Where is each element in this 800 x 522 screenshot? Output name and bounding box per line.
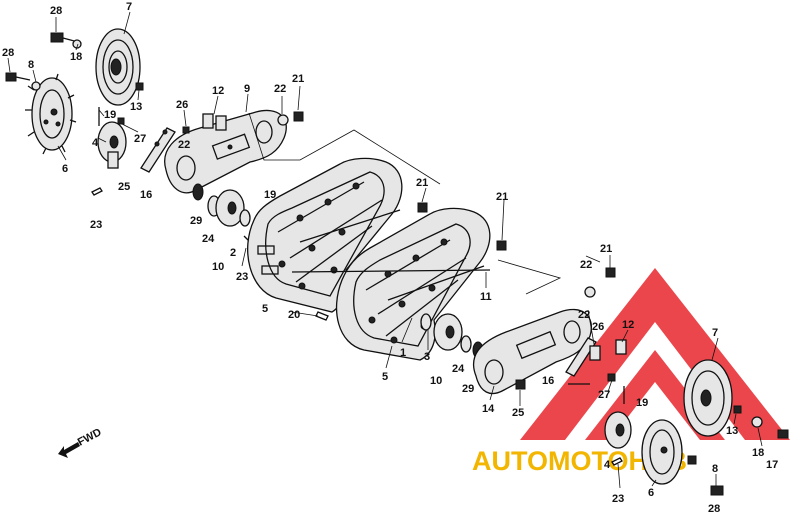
- callout: 18: [752, 447, 764, 459]
- callout: 29: [190, 215, 202, 227]
- callout: 28: [708, 503, 720, 515]
- callout: 25: [118, 181, 130, 193]
- callout: 11: [480, 291, 492, 303]
- callout: 29: [462, 383, 474, 395]
- callout: 10: [430, 375, 442, 387]
- axle-nuts: [417, 202, 507, 251]
- left-bracket: [140, 127, 176, 173]
- callout: 22: [274, 83, 286, 95]
- callout: 13: [726, 425, 738, 437]
- callout: 25: [512, 407, 524, 419]
- callout: 19: [636, 397, 648, 409]
- track-axles: [291, 209, 491, 301]
- left-sprocket-hub: [25, 73, 77, 155]
- callout: 21: [496, 191, 508, 203]
- callout: 7: [126, 1, 132, 13]
- callout: 21: [600, 243, 612, 255]
- callout: 10: [212, 261, 224, 273]
- callout: 21: [292, 73, 304, 85]
- right-bracket: [565, 337, 597, 385]
- left-bearing-stack: [192, 183, 253, 245]
- right-drive-wheel: [683, 359, 733, 437]
- callout: 2: [230, 247, 236, 259]
- callout: 4: [92, 137, 99, 149]
- callout: 22: [178, 139, 190, 151]
- right-bearing-stack: [315, 311, 484, 359]
- callout: 27: [134, 133, 146, 145]
- callout: 12: [622, 319, 634, 331]
- callout: 3: [424, 351, 430, 363]
- left-drive-wheel: [95, 28, 141, 106]
- callout: 20: [288, 309, 300, 321]
- callout: 9: [244, 83, 250, 95]
- callout: 26: [592, 321, 604, 333]
- callout: 1: [400, 347, 406, 359]
- left-bearing-plate: [97, 121, 127, 169]
- callout: 28: [2, 47, 14, 59]
- left-cover-plate: [164, 109, 287, 194]
- right-crawler-track: [335, 207, 491, 361]
- callout: 22: [580, 259, 592, 271]
- callout: 19: [104, 109, 116, 121]
- callout: 18: [70, 51, 82, 63]
- forward-direction-indicator: FWD: [58, 426, 104, 458]
- callout-labels: 28 7 18 28 8 19 13 4 27 6 25 23 26 22 12…: [2, 1, 778, 515]
- callout: 5: [262, 303, 268, 315]
- right-fasteners: [515, 267, 627, 404]
- callout: 14: [482, 403, 495, 415]
- left-crawler-track: [247, 157, 403, 313]
- callout: 12: [212, 85, 224, 97]
- callout: 28: [50, 5, 62, 17]
- right-sprocket-hub: [641, 419, 683, 485]
- callout: 7: [712, 327, 718, 339]
- callout: 13: [130, 101, 142, 113]
- callout: 8: [28, 59, 34, 71]
- callout: 6: [648, 487, 654, 499]
- left-upper-fasteners: [182, 111, 304, 134]
- right-bolt-set: [611, 405, 789, 496]
- callout: 22: [578, 309, 590, 321]
- callout: 21: [416, 177, 428, 189]
- callout: 4: [604, 459, 611, 471]
- callout: 24: [202, 233, 215, 245]
- callout: 19: [264, 189, 276, 201]
- callout: 23: [236, 271, 248, 283]
- callout: 16: [542, 375, 554, 387]
- callout: 24: [452, 363, 465, 375]
- callout: 23: [612, 493, 624, 505]
- fwd-label: FWD: [76, 426, 104, 448]
- callout: 5: [382, 371, 388, 383]
- callout: 6: [62, 163, 68, 175]
- callout: 26: [176, 99, 188, 111]
- callout: 8: [712, 463, 718, 475]
- callout: 27: [598, 389, 610, 401]
- callout: 16: [140, 189, 152, 201]
- callout: 23: [90, 219, 102, 231]
- callout: 17: [766, 459, 778, 471]
- right-bearing-plate: [604, 411, 632, 449]
- right-cover-plate: [472, 308, 592, 395]
- leader-lines: [7, 11, 763, 489]
- left-bolt-set: [5, 32, 144, 196]
